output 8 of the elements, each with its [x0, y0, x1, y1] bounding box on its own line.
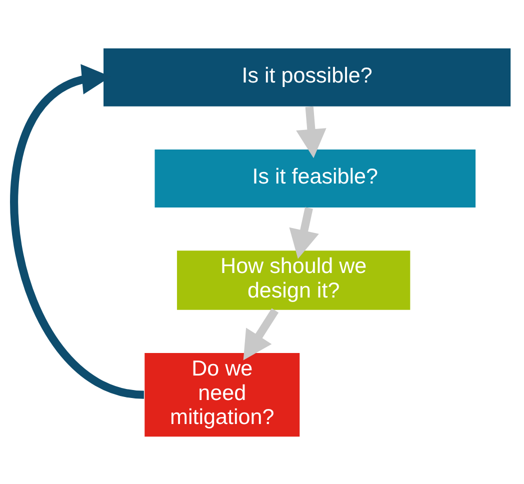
node-box: Is it possible?: [104, 48, 511, 106]
arrow: [10, 64, 145, 398]
node-box: Is it feasible?: [154, 149, 476, 207]
arrow: [289, 206, 319, 258]
arrow: [296, 106, 326, 158]
node-box: How should we design it?: [176, 250, 410, 310]
node-box: Do we need mitigation?: [144, 352, 300, 436]
arrow: [243, 308, 279, 360]
